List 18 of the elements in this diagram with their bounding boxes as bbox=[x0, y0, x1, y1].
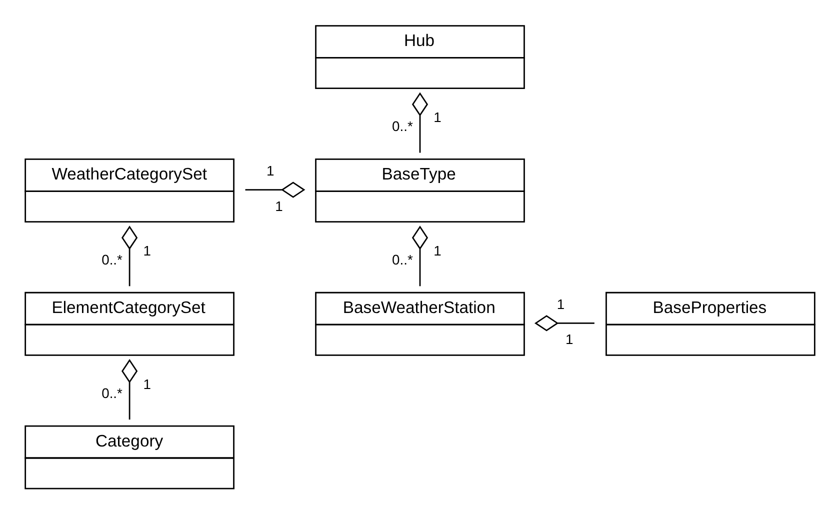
label: 0..* bbox=[102, 252, 122, 268]
connector bbox=[412, 226, 428, 286]
label: 1 bbox=[143, 376, 151, 392]
label: 0..* bbox=[102, 385, 122, 401]
connector bbox=[122, 359, 138, 420]
label: 1 bbox=[434, 108, 442, 125]
label: 1 bbox=[566, 331, 574, 348]
label: 1 bbox=[434, 242, 442, 258]
connector bbox=[534, 315, 594, 332]
label: 1 bbox=[266, 162, 274, 179]
label: 1 bbox=[556, 296, 565, 312]
connector bbox=[245, 182, 306, 198]
label: 0..* bbox=[392, 252, 413, 268]
connector bbox=[122, 226, 138, 286]
label: 1 bbox=[143, 242, 151, 258]
label: 0..* bbox=[392, 118, 413, 134]
label: 1 bbox=[275, 198, 283, 214]
connector bbox=[412, 92, 428, 153]
